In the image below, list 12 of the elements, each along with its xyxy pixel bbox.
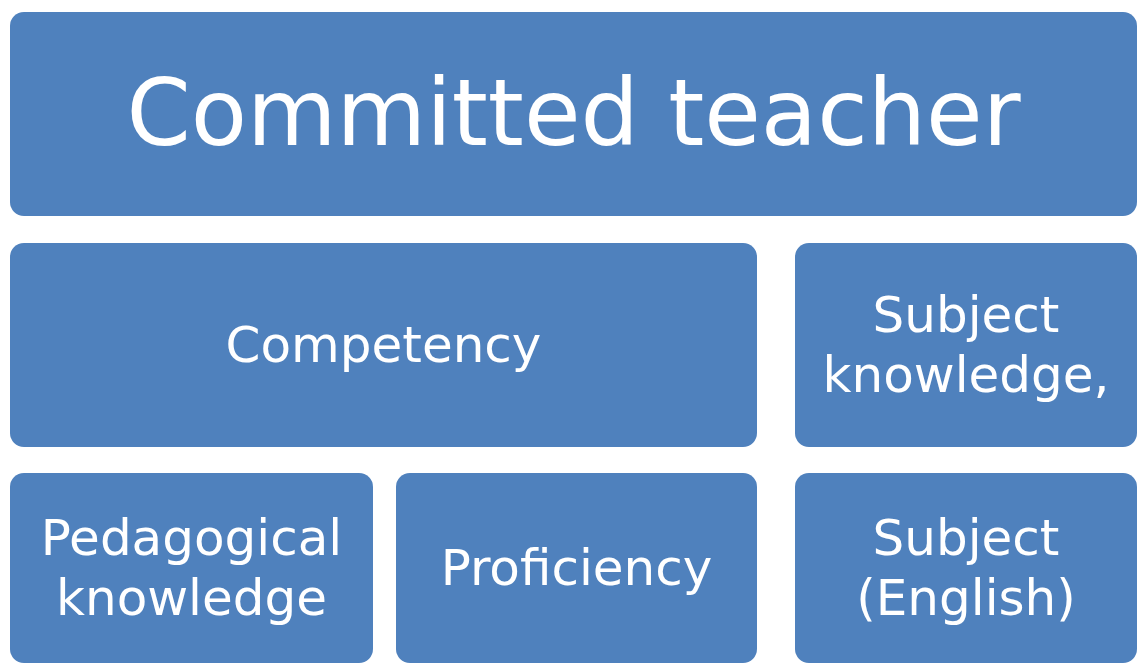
node-text: Pedagogical knowledge bbox=[39, 508, 344, 628]
node-text: Competency bbox=[225, 315, 542, 375]
concept-box bbox=[10, 243, 757, 447]
node-text: Subject (English) bbox=[855, 508, 1077, 628]
concept-box bbox=[10, 12, 1137, 216]
concept-box bbox=[795, 473, 1137, 663]
node-text: Proficiency bbox=[440, 538, 713, 598]
node-text: Subject knowledge, bbox=[821, 285, 1111, 405]
concept-box bbox=[396, 473, 757, 663]
concept-box bbox=[795, 243, 1137, 447]
heading-text: Committed teacher bbox=[126, 58, 1021, 169]
concept-box bbox=[10, 473, 373, 663]
